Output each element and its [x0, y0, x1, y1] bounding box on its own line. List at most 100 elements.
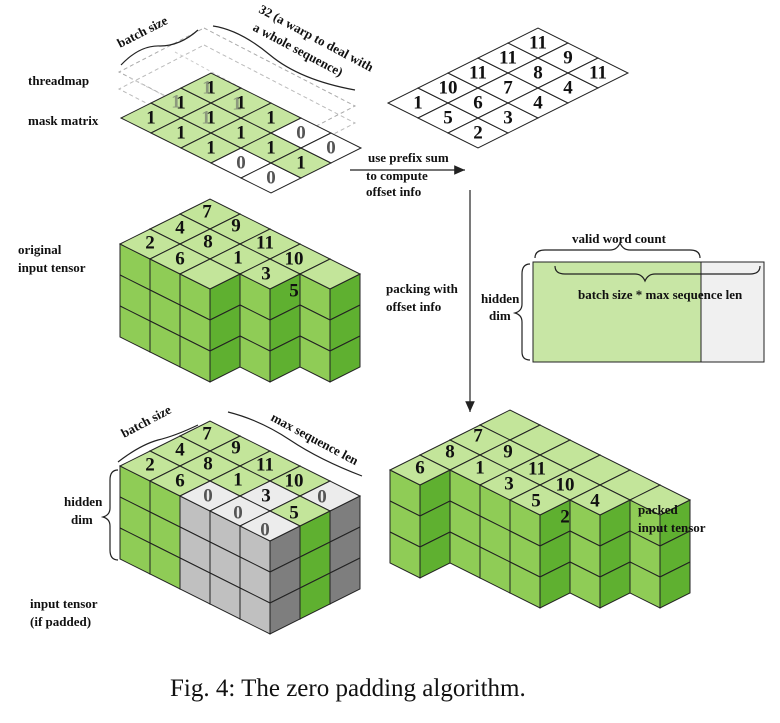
packed-label-2: input tensor — [638, 520, 706, 535]
packed-cube-right — [659, 561, 691, 609]
packed-token: 4 — [590, 491, 600, 512]
offset-value: 11 — [469, 63, 487, 84]
original-token: 10 — [285, 249, 304, 270]
mask-value: 1 — [266, 138, 276, 159]
packed-token: 3 — [504, 474, 514, 495]
prefix-sum-label-1: use prefix sum — [368, 150, 449, 165]
mask-value: 1 — [266, 108, 276, 129]
padded-token: 10 — [285, 471, 304, 492]
padded-cube-top — [238, 510, 302, 542]
packed-token: 9 — [503, 442, 513, 463]
mask-value: 0 — [326, 138, 336, 159]
mask-value: 1 — [176, 123, 186, 144]
packed-label-1: packed — [638, 502, 679, 517]
offset-value: 11 — [529, 33, 547, 54]
prefix-sum-label-2: to compute — [366, 168, 428, 183]
batch-size-brace-top — [120, 29, 199, 66]
padded-token: 0 — [233, 503, 243, 524]
padded-token: 11 — [256, 455, 274, 476]
padded-token: 6 — [175, 471, 185, 492]
valid-word-brace — [534, 241, 701, 259]
padded-token: 5 — [289, 503, 299, 524]
packed-token: 6 — [415, 458, 425, 479]
mask-value: 1 — [206, 78, 216, 99]
mask-value: 1 — [176, 93, 186, 114]
input-padded-label-2: (if padded) — [30, 614, 91, 629]
offset-value: 4 — [533, 93, 543, 114]
threadmap-value: 1 — [201, 108, 211, 129]
max-seq-len-brace — [227, 411, 363, 477]
offset-value: 11 — [499, 48, 517, 69]
original-label-2: input tensor — [18, 260, 86, 275]
mask-value: 0 — [296, 123, 306, 144]
padded-token: 3 — [261, 486, 271, 507]
mask-value: 1 — [206, 138, 216, 159]
offset-cell — [566, 57, 630, 89]
offset-value: 10 — [439, 78, 458, 99]
input-padded-label-1: input tensor — [30, 596, 98, 611]
mask-cell — [299, 132, 363, 164]
original-label-1: original — [18, 242, 62, 257]
padded-token: 8 — [203, 454, 213, 475]
valid-word-region — [532, 261, 702, 363]
batch-size-brace-bottom — [117, 424, 199, 463]
threadmap-value: 1 — [171, 92, 181, 113]
packed-cube-top — [628, 484, 692, 516]
figure-caption: Fig. 4: The zero padding algorithm. — [170, 675, 526, 702]
batch-size-label-top: batch size — [115, 12, 171, 50]
hidden-dim-right-label-2: dim — [489, 308, 511, 323]
padded-token: 0 — [317, 487, 327, 508]
packed-token: 8 — [445, 442, 455, 463]
valid-word-count-label: valid word count — [572, 231, 667, 246]
offset-value: 5 — [443, 108, 453, 129]
hidden-dim-left-label-2: dim — [71, 512, 93, 527]
offset-value: 4 — [563, 78, 573, 99]
mask-value: 0 — [236, 153, 246, 174]
mask-value: 1 — [236, 93, 246, 114]
threadmap-value: 1 — [202, 78, 212, 99]
batch-seq-brace — [554, 265, 761, 283]
original-token: 7 — [202, 202, 212, 223]
packed-token: 5 — [531, 491, 541, 512]
mask-value: 1 — [146, 108, 156, 129]
original-cube-top — [298, 258, 362, 290]
padding-region — [700, 261, 765, 363]
packed-token: 10 — [556, 475, 575, 496]
packed-token: 1 — [475, 458, 485, 479]
original-token: 3 — [261, 264, 271, 285]
original-cube-right — [329, 335, 361, 383]
offset-value: 11 — [589, 63, 607, 84]
offset-value: 6 — [473, 93, 483, 114]
padded-token: 2 — [145, 455, 155, 476]
warp-brace — [212, 25, 356, 91]
mask-value: 1 — [236, 123, 246, 144]
hidden-dim-right-label-1: hidden — [481, 291, 520, 306]
batch-size-label-bottom: batch size — [118, 402, 173, 441]
original-token: 2 — [145, 233, 155, 254]
original-token: 11 — [256, 233, 274, 254]
original-token: 8 — [203, 232, 213, 253]
original-token: 1 — [233, 248, 243, 269]
hidden-dim-brace-left — [100, 469, 119, 561]
padded-token: 9 — [231, 438, 241, 459]
packed-token: 11 — [528, 459, 546, 480]
padded-token: 4 — [175, 440, 185, 461]
threadmap-value: 1 — [232, 94, 242, 115]
padded-token: 1 — [233, 470, 243, 491]
prefix-sum-label-3: offset info — [366, 184, 421, 199]
offset-value: 8 — [533, 63, 543, 84]
packed-token: 2 — [560, 507, 570, 528]
offset-value: 3 — [503, 108, 513, 129]
original-token: 4 — [175, 218, 185, 239]
packing-label-1: packing with — [386, 281, 459, 296]
mask-value: 1 — [206, 108, 216, 129]
mask-value: 0 — [266, 168, 276, 189]
offset-value: 2 — [473, 123, 483, 144]
